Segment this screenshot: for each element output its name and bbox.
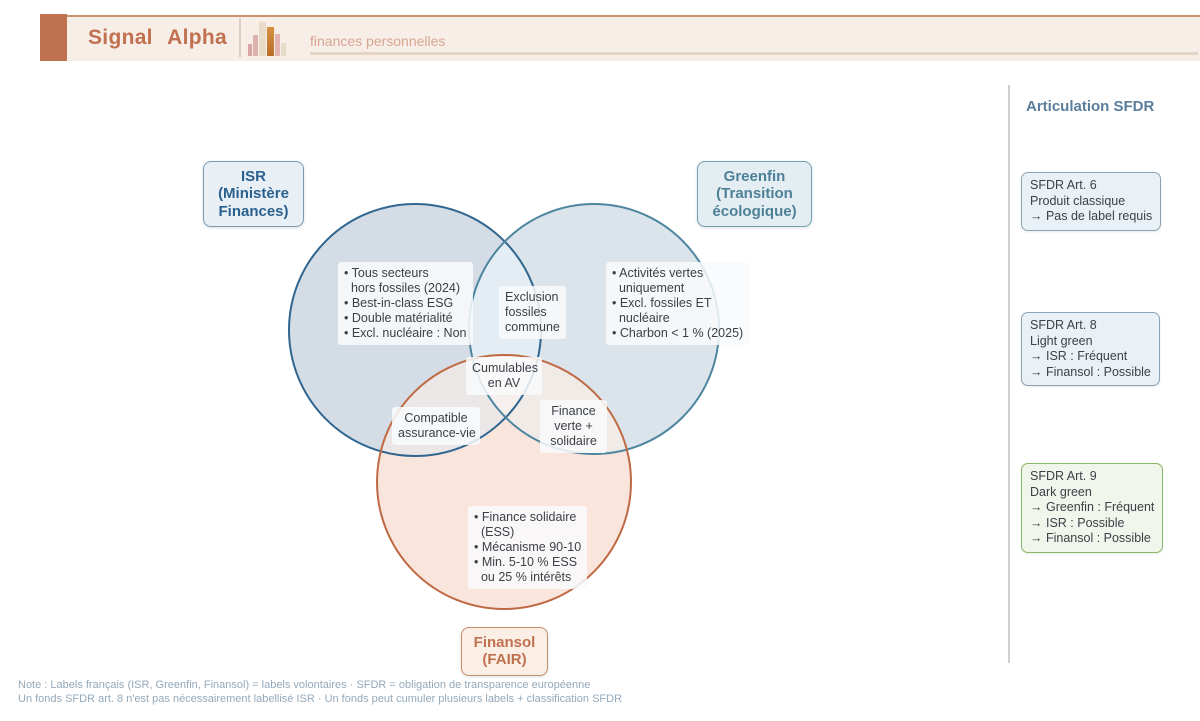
finansol-label: Finansol(FAIR) xyxy=(461,627,548,676)
brand-title: Signal Alpha xyxy=(88,26,227,49)
sidebar-divider xyxy=(1008,85,1010,663)
sidebar-title: Articulation SFDR xyxy=(1026,98,1155,115)
finansol-criteria-list: • Finance solidaire (ESS)• Mécanisme 90-… xyxy=(468,506,588,589)
isr-criteria-list: • Tous secteurs hors fossiles (2024)• Be… xyxy=(338,262,473,345)
finansol-circle-outline xyxy=(376,354,632,610)
header-subtitle: finances personnelles xyxy=(310,33,446,49)
footnote-line-2: Un fonds SFDR art. 8 n'est pas nécessair… xyxy=(18,693,623,705)
footnote: Note : Labels français (ISR, Greenfin, F… xyxy=(18,678,622,706)
brand-logo-square xyxy=(40,14,67,61)
header-divider xyxy=(239,18,241,57)
header-rule xyxy=(310,52,1198,55)
bar-chart-icon xyxy=(248,20,290,56)
greenfin-criteria-list: • Activités vertes uniquement• Excl. fos… xyxy=(606,262,750,345)
footnote-line-1: Note : Labels français (ISR, Greenfin, F… xyxy=(18,679,591,691)
